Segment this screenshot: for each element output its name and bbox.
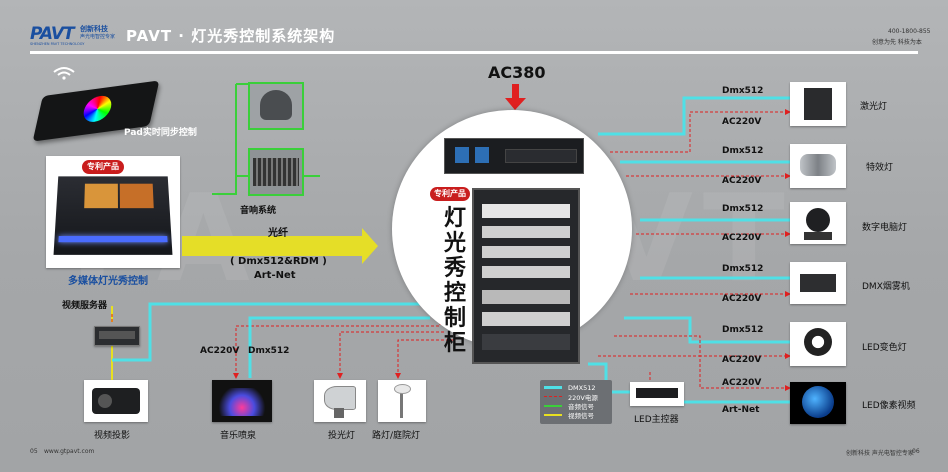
fog-machine-label: DMX烟雾机 bbox=[862, 282, 910, 292]
ac380-label: AC380 bbox=[488, 63, 546, 82]
audio-lines bbox=[212, 83, 320, 195]
right-dmx-label: Dmx512 bbox=[722, 325, 764, 335]
slogan: 创意为先 科技为本 bbox=[872, 39, 922, 46]
legend-item: 220V电源 bbox=[544, 392, 608, 402]
power-lines-bottom bbox=[111, 312, 454, 379]
page-title: PAVT · 灯光秀控制系统架构 bbox=[126, 27, 336, 45]
laser-light-label: 激光灯 bbox=[860, 102, 888, 112]
patent-badge: 专利产品 bbox=[430, 187, 470, 201]
led-color-light-thumb bbox=[790, 322, 846, 366]
right-dmx-label: Dmx512 bbox=[722, 86, 764, 96]
patent-badge: 专利产品 bbox=[82, 160, 124, 174]
protocol-label: ( Dmx512&RDM ) bbox=[230, 256, 327, 267]
power-lines-right bbox=[598, 109, 791, 391]
audio-device-frame bbox=[248, 82, 304, 130]
led-pixel-video-thumb bbox=[790, 382, 846, 424]
moving-head-thumb bbox=[790, 202, 846, 244]
right-ac-label: AC220V bbox=[722, 176, 762, 186]
cabinet-title: 灯光秀控制柜 bbox=[443, 206, 466, 356]
legend-swatch bbox=[544, 396, 562, 397]
dmx-lines-right bbox=[588, 96, 790, 404]
legend-swatch bbox=[544, 404, 562, 407]
video-server-label: 视频服务器 bbox=[62, 301, 108, 311]
right-dmx-label: Dmx512 bbox=[722, 146, 764, 156]
led-controller-label: LED主控器 bbox=[634, 415, 679, 425]
projector-label: 视频投影 bbox=[94, 431, 131, 441]
right-artnet-label: Art-Net bbox=[722, 405, 760, 415]
logo-company: 创新科技 bbox=[80, 25, 108, 33]
ac380-arrow bbox=[505, 84, 526, 110]
legend-swatch bbox=[544, 386, 562, 389]
fiber-arrow bbox=[182, 228, 378, 264]
fog-machine-thumb bbox=[790, 262, 846, 304]
right-dmx-label: Dmx512 bbox=[722, 204, 764, 214]
mixer-device-frame bbox=[248, 148, 304, 196]
logo: PAVT 创新科技 声光电智控专家 SHENZHEN PAVT TECHNOLO… bbox=[30, 24, 120, 46]
floodlight-thumb bbox=[314, 380, 366, 422]
floodlight-label: 投光灯 bbox=[328, 431, 356, 441]
header-divider bbox=[30, 51, 918, 54]
bottom-ac-label: AC220V bbox=[200, 346, 240, 356]
right-dmx-label: Dmx512 bbox=[722, 264, 764, 274]
footer-company: 创新科技 声光电智控专家 bbox=[846, 450, 914, 457]
pad-label: Pad实时同步控制 bbox=[124, 128, 197, 138]
fountain-thumb bbox=[212, 380, 272, 422]
logo-en: SHENZHEN PAVT TECHNOLOGY bbox=[30, 42, 85, 46]
legend-item: 视频信号 bbox=[544, 410, 608, 420]
bottom-dmx-label: Dmx512 bbox=[248, 346, 290, 356]
legend: DMX512 220V电源 音频信号 视频信号 bbox=[540, 380, 612, 424]
legend-item: DMX512 bbox=[544, 383, 608, 392]
right-ac-label: AC220V bbox=[722, 294, 762, 304]
footer-website: www.gtpavt.com bbox=[44, 448, 95, 455]
right-ac-label: AC220V bbox=[722, 378, 762, 388]
fountain-label: 音乐喷泉 bbox=[220, 431, 257, 441]
logo-mark: PAVT bbox=[30, 24, 75, 44]
moving-head-label: 数字电脑灯 bbox=[862, 223, 908, 233]
dmx-lines-bottom bbox=[112, 302, 430, 378]
wifi-icon bbox=[53, 67, 75, 80]
effect-light-label: 特效灯 bbox=[866, 163, 894, 173]
console-panel: 专利产品 bbox=[46, 156, 180, 268]
artnet-label: Art-Net bbox=[254, 270, 296, 281]
right-ac-label: AC220V bbox=[722, 233, 762, 243]
led-color-light-label: LED变色灯 bbox=[862, 343, 907, 353]
led-pixel-video-label: LED像素视频 bbox=[862, 401, 916, 411]
effect-light-thumb bbox=[790, 144, 846, 188]
hotline: 400-1800-855 bbox=[888, 28, 931, 35]
led-controller-device bbox=[630, 382, 684, 406]
projector-thumb bbox=[84, 380, 148, 422]
streetlight-thumb bbox=[378, 380, 426, 422]
legend-swatch bbox=[544, 413, 562, 416]
controller-unit bbox=[444, 138, 584, 174]
footer-page-right: 06 bbox=[912, 448, 920, 455]
footer-page-left: 05 bbox=[30, 448, 38, 455]
video-server-device bbox=[94, 326, 140, 346]
legend-item: 音频信号 bbox=[544, 401, 608, 411]
audio-system-label: 音响系统 bbox=[240, 206, 277, 216]
control-cabinet bbox=[472, 188, 580, 364]
fiber-label: 光纤 bbox=[268, 228, 288, 239]
streetlight-label: 路灯/庭院灯 bbox=[372, 431, 421, 441]
console-label: 多媒体灯光秀控制 bbox=[68, 276, 148, 287]
right-ac-label: AC220V bbox=[722, 355, 762, 365]
laser-light-thumb bbox=[790, 82, 846, 126]
logo-tagline: 声光电智控专家 bbox=[80, 34, 116, 40]
right-ac-label: AC220V bbox=[722, 117, 762, 127]
